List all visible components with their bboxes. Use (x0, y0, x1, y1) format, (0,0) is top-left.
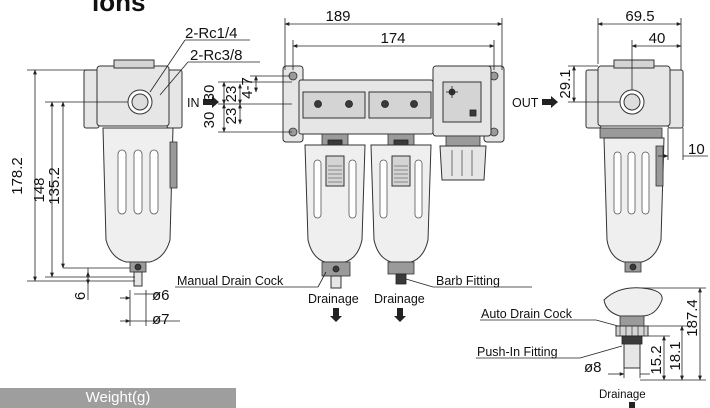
port-label-1: 2-Rc1/4 (185, 25, 238, 42)
right-side-view (568, 18, 708, 273)
dim-6: 6 (72, 292, 89, 300)
dim-30-a: 30 (201, 85, 218, 102)
drainage-label-3: Drainage (599, 389, 646, 401)
dim-174: 174 (380, 30, 405, 47)
dim-40: 40 (649, 30, 666, 47)
weight-table-header: Weight(g) (0, 388, 236, 408)
dim-dia-6: ø6 (152, 287, 170, 304)
front-view (175, 18, 558, 322)
push-in-fitting-label: Push-In Fitting (477, 345, 558, 359)
in-label: IN (187, 96, 200, 110)
out-label: OUT (512, 96, 539, 110)
dim-189: 189 (325, 8, 350, 25)
dim-dia-8: ø8 (584, 359, 602, 376)
drainage-label-2: Drainage (374, 292, 425, 306)
dim-69-5: 69.5 (625, 8, 654, 25)
dim-148: 148 (31, 177, 48, 202)
barb-fitting-label: Barb Fitting (436, 274, 500, 288)
heading-fragment: ions (92, 0, 145, 17)
dim-4-7: 4-7 (239, 77, 256, 99)
dim-135-2: 135.2 (46, 167, 63, 205)
dim-10: 10 (688, 141, 705, 158)
manual-drain-cock-label: Manual Drain Cock (177, 274, 284, 288)
dim-18-1: 18.1 (667, 341, 684, 370)
drainage-label-1: Drainage (308, 292, 359, 306)
left-side-view (27, 39, 260, 326)
auto-drain-cock-label: Auto Drain Cock (481, 307, 573, 321)
dim-23-b: 23 (223, 108, 240, 125)
dim-29-1: 29.1 (557, 69, 574, 98)
port-label-2: 2-Rc3/8 (190, 47, 243, 64)
dim-15-2: 15.2 (648, 345, 665, 374)
dim-23-a: 23 (223, 86, 240, 103)
dim-30-b: 30 (201, 112, 218, 129)
dim-dia-7: ø7 (152, 311, 170, 328)
auto-drain-detail (476, 287, 706, 408)
dim-178-2: 178.2 (9, 157, 26, 195)
dim-187-4: 187.4 (684, 299, 701, 337)
